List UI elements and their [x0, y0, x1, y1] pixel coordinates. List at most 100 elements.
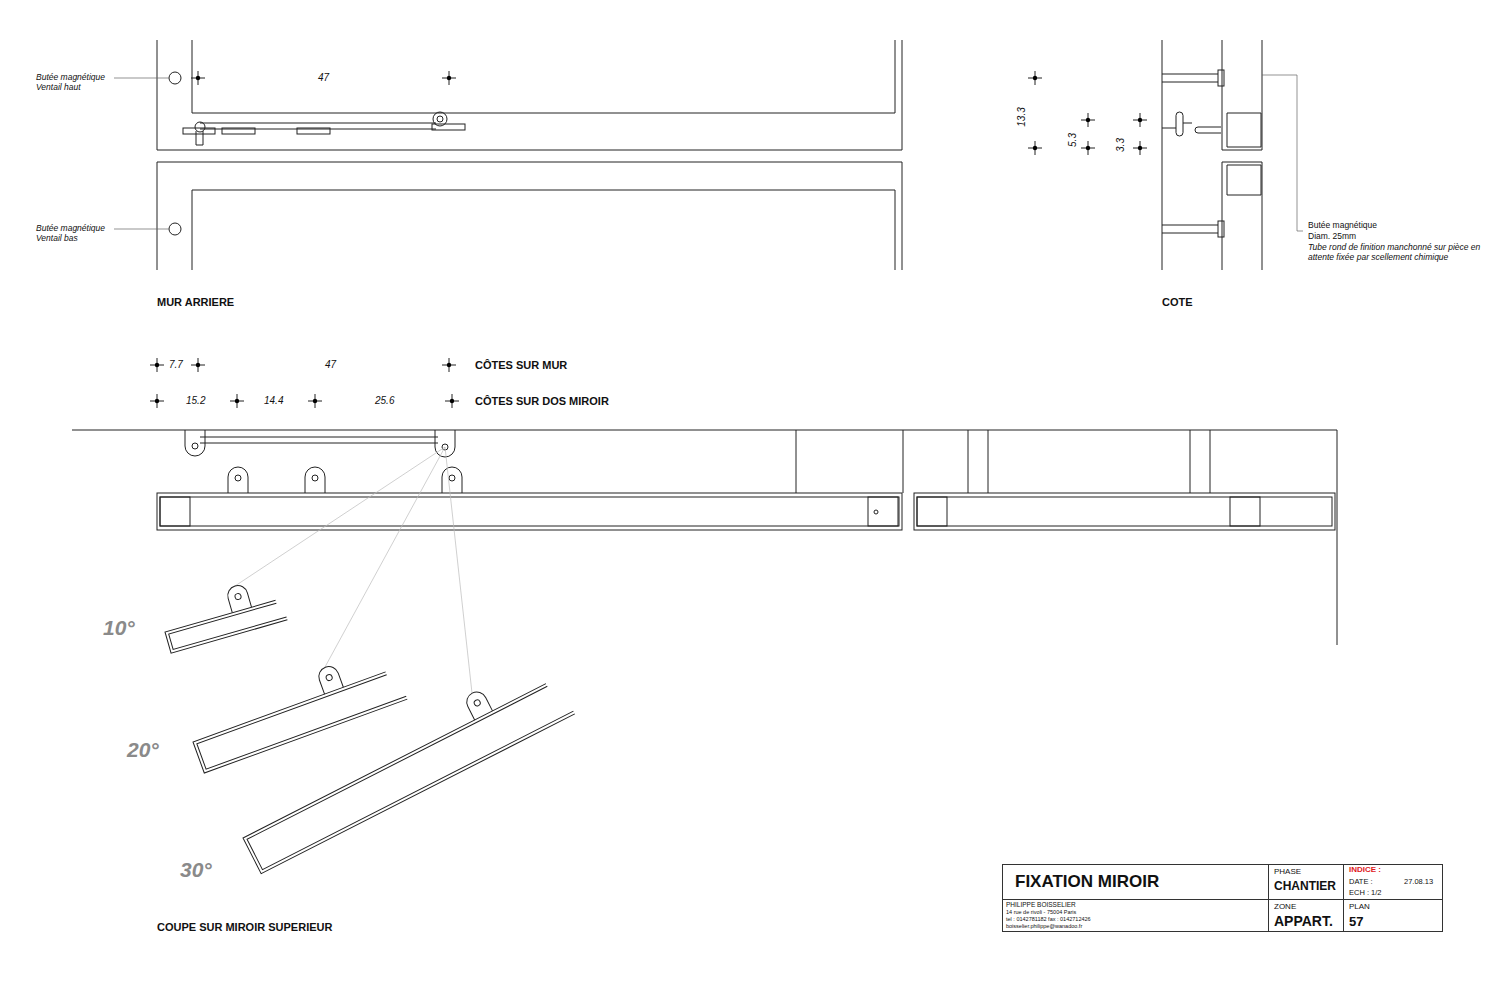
- text-anchor: boisselier.philippe@wanadoo.fr: [1006, 924, 1082, 930]
- dimension-markers-part: [1081, 141, 1095, 155]
- mirror-section-part: [305, 467, 325, 493]
- label-anchor: Butée magnétique Ventail haut: [36, 72, 114, 92]
- label-anchor: 7.7: [169, 359, 183, 371]
- tilted-mirror-part: [234, 593, 241, 600]
- text-anchor: DATE :: [1349, 878, 1373, 886]
- rod-elevation-part: [433, 112, 447, 126]
- mirror-section-part: [312, 475, 318, 481]
- label-anchor: 47: [325, 359, 336, 371]
- text-anchor: FIXATION MIROIR: [1015, 873, 1159, 890]
- rod-elevation-part: [195, 122, 205, 132]
- label-anchor: COUPE SUR MIROIR SUPERIEUR: [157, 921, 332, 934]
- side-section-part: [1218, 70, 1224, 86]
- label-anchor: 47: [318, 72, 329, 84]
- title-block-cell: PLAN 57: [1343, 899, 1443, 932]
- label-anchor: CÔTES SUR MUR: [475, 359, 567, 372]
- view-title: MUR ARRIERE: [157, 296, 234, 309]
- text-anchor: PHILIPPE BOISSELIER: [1006, 902, 1076, 909]
- side-section-part: [1162, 225, 1218, 233]
- mirror-section-part: [435, 430, 455, 457]
- dimension-markers-part: [191, 358, 205, 372]
- view-title: COTE: [1162, 296, 1193, 309]
- tilted-mirror: [184, 645, 407, 773]
- dimension-markers-part: [150, 358, 164, 372]
- label-anchor: Diam. 25mm: [1308, 231, 1356, 241]
- rod-elevation-part: [183, 128, 215, 134]
- dimension-markers-part: [442, 71, 456, 85]
- title-block-text: PHASE: [1274, 868, 1301, 876]
- dimension: 47: [318, 72, 329, 84]
- mirror-section-part: [917, 497, 947, 526]
- dimension: 7.7: [169, 359, 183, 371]
- title-block-cell: INDICE :DATE :27.08.13ECH : 1/2: [1343, 864, 1443, 900]
- title-block-text: PHILIPPE BOISSELIER: [1006, 902, 1076, 909]
- label-anchor: 14.4: [264, 395, 283, 407]
- title-block-cell: ZONE APPART.: [1268, 899, 1344, 932]
- dimension-markers-part: [1028, 141, 1042, 155]
- text-anchor: CHANTIER: [1274, 880, 1336, 892]
- label-anchor: 20°: [127, 737, 159, 762]
- label-anchor: COTE: [1162, 296, 1193, 309]
- side-section-part: [1176, 112, 1183, 136]
- title-block-text: 57: [1349, 915, 1363, 928]
- callout-note: Diam. 25mm: [1308, 231, 1356, 241]
- side-section-part: [1222, 40, 1262, 270]
- side-section-part: [1218, 221, 1224, 237]
- title-block-text: 14 rue de rivoli - 75004 Paris: [1006, 910, 1076, 916]
- mirror-section-part: [914, 493, 1335, 530]
- rod-elevation: [183, 112, 465, 145]
- mirror-section-part: [157, 493, 902, 530]
- label-anchor: 10°: [103, 615, 135, 640]
- mirror-section-part: [160, 497, 899, 526]
- mirror-section-part: [192, 443, 198, 449]
- view-title: COUPE SUR MIROIR SUPERIEUR: [157, 921, 332, 934]
- title-block-text: DATE :: [1349, 878, 1373, 886]
- callout-note: Butée magnétique: [1308, 220, 1377, 230]
- dimension: 15.2: [186, 395, 205, 407]
- title-block-cell: PHILIPPE BOISSELIER14 rue de rivoli - 75…: [1002, 899, 1269, 932]
- mirror-section-part: [235, 475, 241, 481]
- mirror-section-part: [1230, 497, 1260, 526]
- side-section-part: [1162, 74, 1218, 82]
- wall-elevation-part: [169, 72, 181, 84]
- dimension: 25.6: [375, 395, 394, 407]
- tilted-mirror: [232, 656, 575, 874]
- dimension-legend: CÔTES SUR MUR: [475, 359, 567, 372]
- title-block-cell: PHASE CHANTIER: [1268, 864, 1344, 900]
- mirror-section-part: [200, 437, 438, 443]
- side-section-part: [1162, 128, 1176, 129]
- dimension-markers-part: [308, 394, 322, 408]
- tilted-mirror-part: [463, 689, 492, 720]
- tilted-mirror-part: [473, 699, 481, 707]
- rod-elevation-part: [222, 128, 255, 134]
- title-block-text: ZONE: [1274, 903, 1296, 911]
- dimension-markers-part: [1133, 113, 1147, 127]
- mirror-section-part: [160, 497, 190, 526]
- dimension: 13.3: [1016, 107, 1028, 126]
- dimension-markers-part: [442, 358, 456, 372]
- mirror-section-part: [235, 447, 472, 693]
- side-section-part: [1262, 75, 1303, 231]
- label-anchor: Tube rond de finition manchonné sur pièc…: [1308, 242, 1488, 262]
- dimension-markers-part: [445, 394, 459, 408]
- wall-elevation-part: [157, 40, 902, 270]
- wall-elevation-part: [169, 223, 181, 235]
- title-block-text: APPART.: [1274, 914, 1333, 928]
- text-anchor: 14 rue de rivoli - 75004 Paris: [1006, 910, 1076, 916]
- dimension-markers-part: [230, 394, 244, 408]
- title-block-text: PLAN: [1349, 903, 1370, 911]
- dimension-markers-part: [1028, 71, 1042, 85]
- mirror-section-part: [917, 497, 1332, 526]
- text-anchor: 27.08.13: [1404, 878, 1433, 886]
- dimension-markers-part: [191, 71, 205, 85]
- label-anchor: Butée magnétique Ventail bas: [36, 223, 114, 243]
- title-block-text: 27.08.13: [1404, 878, 1433, 886]
- angle-label: 10°: [103, 615, 135, 640]
- mirror-section-part: [185, 430, 205, 456]
- wall-elevation: [114, 40, 902, 270]
- angle-label: 30°: [180, 857, 212, 882]
- wall-elevation-part: [114, 78, 169, 229]
- dimension-legend: CÔTES SUR DOS MIROIR: [475, 395, 609, 408]
